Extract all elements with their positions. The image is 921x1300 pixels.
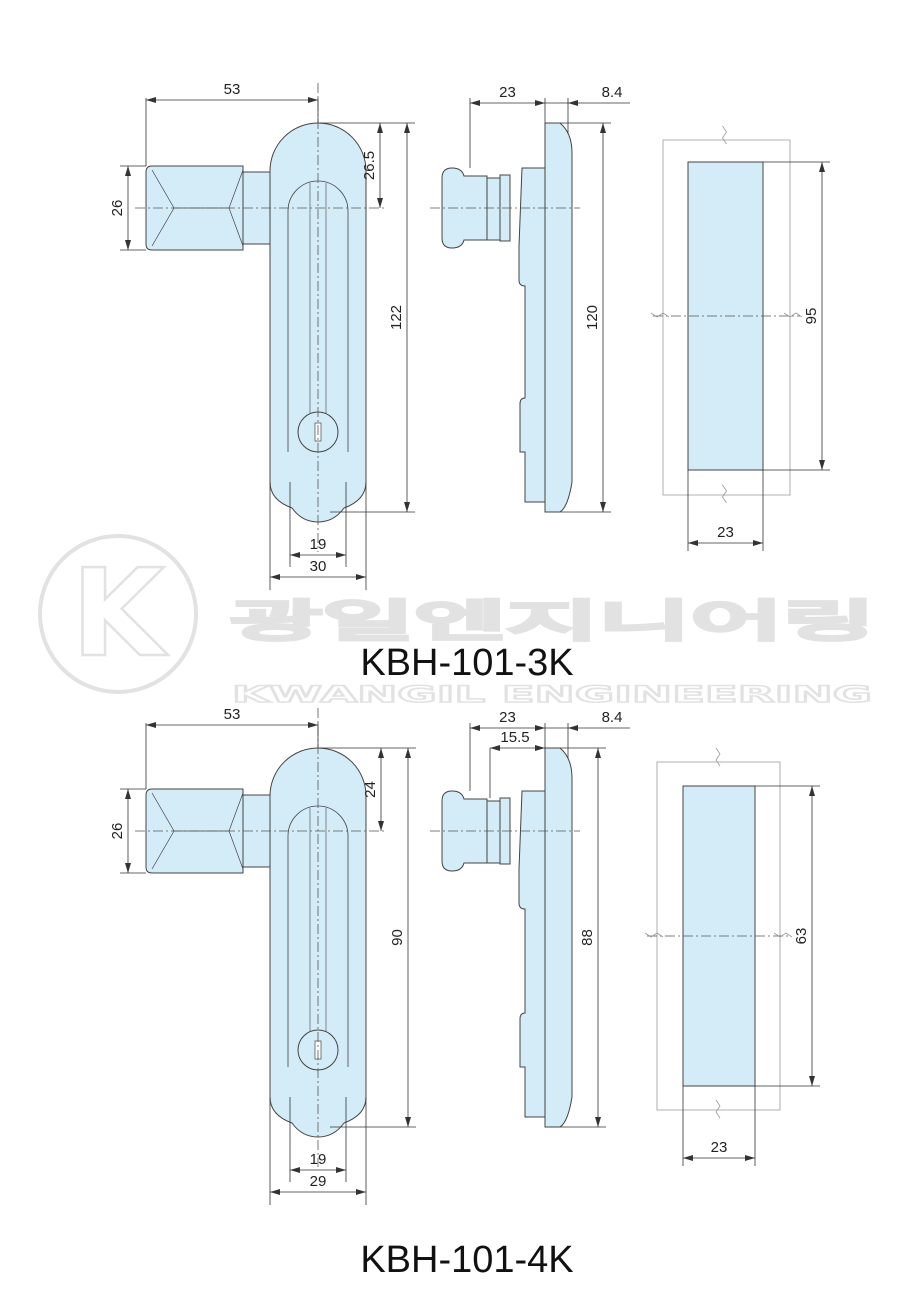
dim-plate-label: 8.4 bbox=[602, 84, 623, 101]
side-collar bbox=[486, 177, 501, 241]
side-knob bbox=[441, 790, 488, 872]
side-collar bbox=[486, 800, 501, 864]
handle-slot bbox=[287, 180, 349, 452]
break-mark-icon bbox=[650, 125, 803, 504]
side-plate bbox=[544, 122, 573, 513]
dim-grip-height-label: 26 bbox=[109, 200, 126, 217]
dim-width-total-label: 53 bbox=[224, 81, 241, 98]
side-view: 23 8.4 120 bbox=[430, 84, 630, 513]
dim-inner-depth-label: 15.5 bbox=[500, 729, 529, 746]
dim-front-height-label: 90 bbox=[389, 929, 406, 946]
watermark-english: KWANGIL ENGINEERING bbox=[232, 683, 872, 708]
watermark-logo-letter: K bbox=[72, 545, 169, 684]
model-title: KBH-101-3K bbox=[360, 642, 573, 684]
dim-side-depth-label: 23 bbox=[499, 709, 516, 726]
dim-grip-height-label: 26 bbox=[109, 823, 126, 840]
side-knob bbox=[441, 167, 488, 249]
section-view: 63 23 bbox=[644, 747, 820, 1166]
break-mark-icon bbox=[644, 747, 793, 1119]
watermark: K 광일엔지니어링 KWANGIL ENGINEERING bbox=[38, 534, 876, 709]
dim-section-height-label: 95 bbox=[803, 308, 820, 325]
dim-section-width-label: 23 bbox=[717, 524, 734, 541]
side-latch-body bbox=[518, 167, 548, 503]
dim-outer-width-label: 29 bbox=[310, 1173, 327, 1190]
model-title: KBH-101-4K bbox=[360, 1239, 573, 1281]
dim-section-width-label: 23 bbox=[711, 1139, 728, 1156]
dim-top-to-center-label: 24 bbox=[362, 781, 379, 798]
dim-front-height-label: 122 bbox=[388, 305, 405, 330]
side-latch-body bbox=[518, 790, 548, 1118]
handle-slot bbox=[287, 805, 349, 1067]
dim-width-total-label: 53 bbox=[224, 706, 241, 723]
dim-side-height-label: 120 bbox=[584, 305, 601, 330]
watermark-korean: 광일엔지니어링 bbox=[230, 596, 875, 647]
dim-side-depth-label: 23 bbox=[499, 84, 516, 101]
front-view: 53 26 26.5 122 19 30 bbox=[109, 81, 415, 590]
section-cutout-outline bbox=[656, 761, 781, 1111]
front-view: 53 26 24 90 19 29 bbox=[109, 706, 416, 1205]
dim-outer-width-label: 30 bbox=[310, 558, 327, 575]
dim-inner-width-label: 19 bbox=[310, 536, 327, 553]
dim-inner-width-label: 19 bbox=[310, 1151, 327, 1168]
section-view: 95 23 bbox=[650, 125, 830, 551]
dim-side-height-label: 88 bbox=[579, 929, 596, 946]
watermark-logo-circle bbox=[38, 534, 198, 694]
side-view: 23 8.4 15.5 88 bbox=[430, 709, 630, 1128]
dim-top-to-center-label: 26.5 bbox=[361, 151, 378, 180]
dim-plate-label: 8.4 bbox=[602, 709, 623, 726]
section-cutout-outline bbox=[662, 139, 791, 496]
dim-section-height-label: 63 bbox=[793, 928, 810, 945]
side-plate bbox=[544, 747, 573, 1128]
